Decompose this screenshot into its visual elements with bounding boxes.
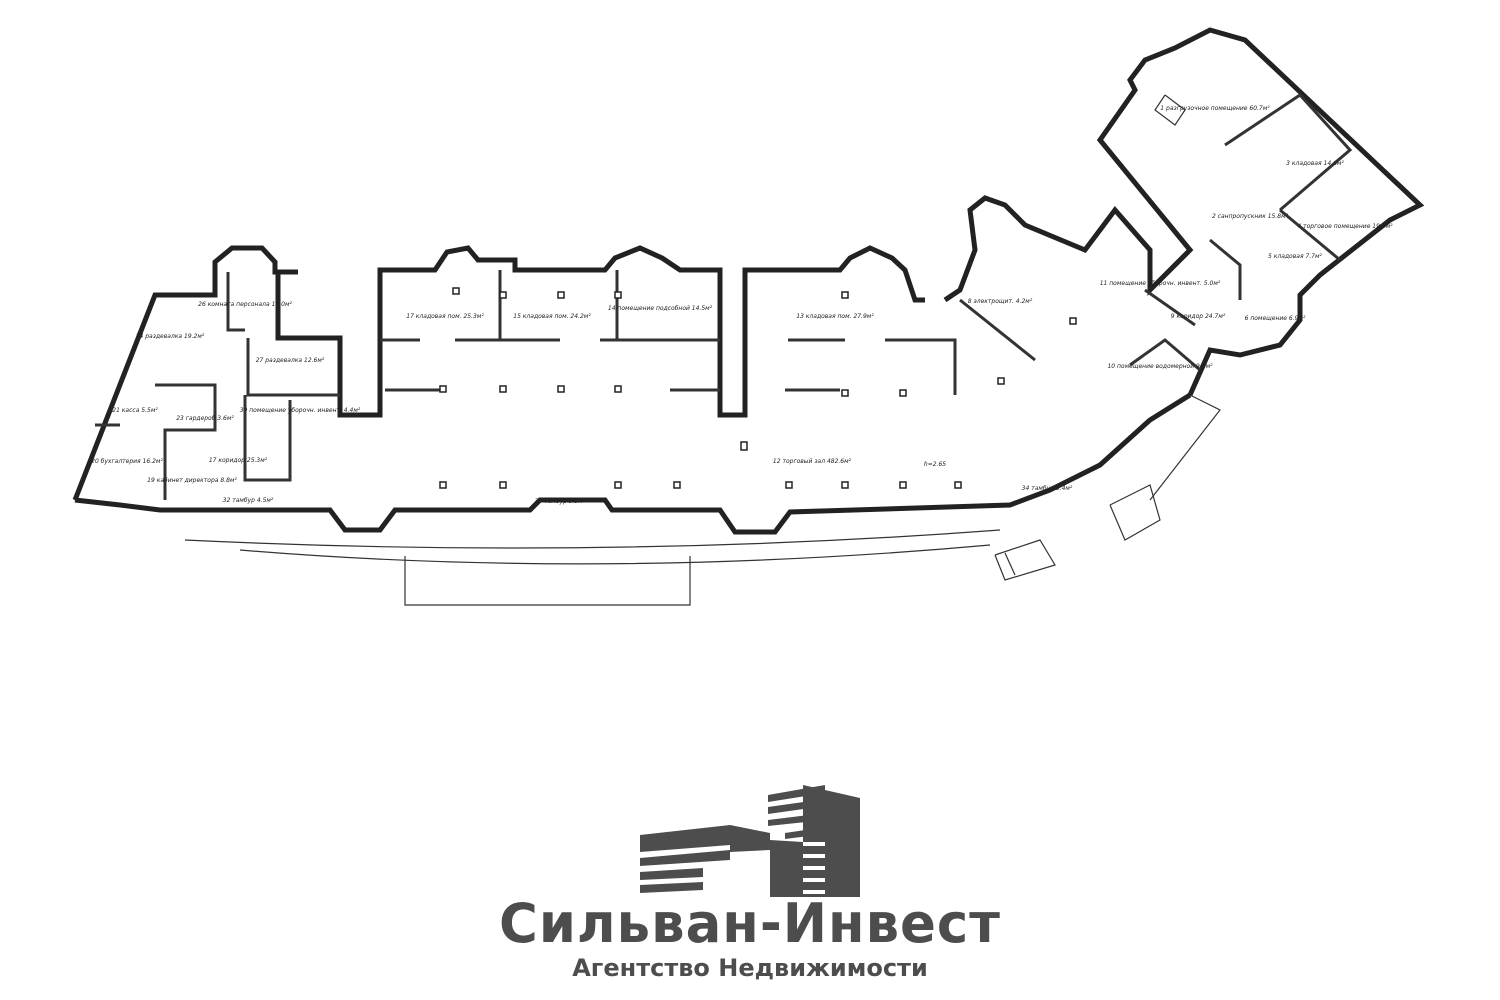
room-label: 14 помещение подсобной 14.5м²	[608, 305, 713, 312]
room-label: 10 помещение водомерной 9.5м²	[1107, 363, 1213, 370]
stairs	[994, 94, 1186, 581]
height-note: h=2.65	[924, 461, 946, 468]
room-label: 13 кладовая пом. 27.9м²	[796, 313, 874, 320]
partition	[246, 338, 340, 397]
room-label: 26 комната персонала 15.0м²	[198, 301, 292, 308]
columns	[439, 287, 1077, 489]
company-logo: Сильван-Инвест Агентство Недвижимости	[490, 780, 1010, 990]
room-label: 8 электрощит. 4.2м²	[968, 298, 1033, 305]
partition	[959, 298, 1036, 362]
floor-plan: 26 комната персонала 15.0м² 24 раздевалк…	[72, 27, 1425, 606]
room-label: 33 тамбур 9.9м²	[535, 498, 586, 505]
front-sidewalk-2	[239, 544, 991, 565]
entrance-canopy	[404, 556, 691, 606]
room-label: 3 кладовая 14.6м²	[1286, 160, 1344, 167]
left-wing-outline	[275, 245, 925, 418]
partition	[155, 383, 217, 500]
logo-company-name: Сильван-Инвест	[499, 892, 1001, 955]
room-label: 2 санпропускник 15.8м²	[1212, 213, 1289, 220]
logo-tagline: Агентство Недвижимости	[572, 954, 928, 982]
room-label: 24 раздевалка 19.2м²	[136, 333, 205, 340]
room-label: 30 помещение уборочн. инвент. 4.4м²	[240, 407, 361, 414]
room-label: 4 торговое помещение 19.0м²	[1297, 223, 1393, 230]
room-label: 19 кабинет директора 8.8м²	[147, 477, 237, 484]
room-label: 34 тамбур 5.4м²	[1022, 485, 1073, 492]
room-labels: 26 комната персонала 15.0м² 24 раздевалк…	[91, 105, 1393, 505]
room-label: 20 бухгалтерия 16.2м²	[91, 458, 163, 465]
room-label: 11 помещение уборочн. инвент. 5.0м²	[1100, 280, 1221, 287]
building-logo-icon	[640, 785, 860, 897]
room-label: 12 торговый зал 482.6м²	[773, 458, 852, 465]
room-label: 5 кладовая 7.7м²	[1268, 253, 1322, 260]
room-label: 9 коридор 24.7м²	[1171, 313, 1226, 320]
partition	[1279, 208, 1341, 262]
partition	[1224, 93, 1353, 212]
room-label: 17 коридор 25.3м²	[209, 457, 268, 464]
access-ramp	[1149, 394, 1221, 501]
room-label: 15 кладовая пом. 24.2м²	[513, 313, 591, 320]
room-label: 23 гардероб 3.6м²	[176, 415, 234, 422]
partition	[1209, 238, 1242, 300]
east-wing-outline	[943, 27, 1425, 397]
room-label: 32 тамбур 4.5м²	[223, 497, 274, 504]
left-wing-walls	[72, 245, 298, 501]
partition	[243, 395, 292, 482]
partition	[226, 272, 245, 332]
room-label: 6 помещение 6.9м²	[1245, 315, 1306, 322]
partition	[1144, 288, 1196, 327]
room-label: 21 касса 5.5м²	[112, 407, 158, 414]
front-sidewalk	[184, 529, 1001, 549]
partition	[885, 338, 957, 395]
hall-front-wall	[74, 392, 1192, 535]
room-label: 17 кладовая пом. 25.3м²	[406, 313, 484, 320]
room-label: 27 раздевалка 12.6м²	[256, 357, 325, 364]
room-label: 1 разгрузочное помещение 60.7м²	[1160, 105, 1270, 112]
partition	[1129, 338, 1201, 372]
